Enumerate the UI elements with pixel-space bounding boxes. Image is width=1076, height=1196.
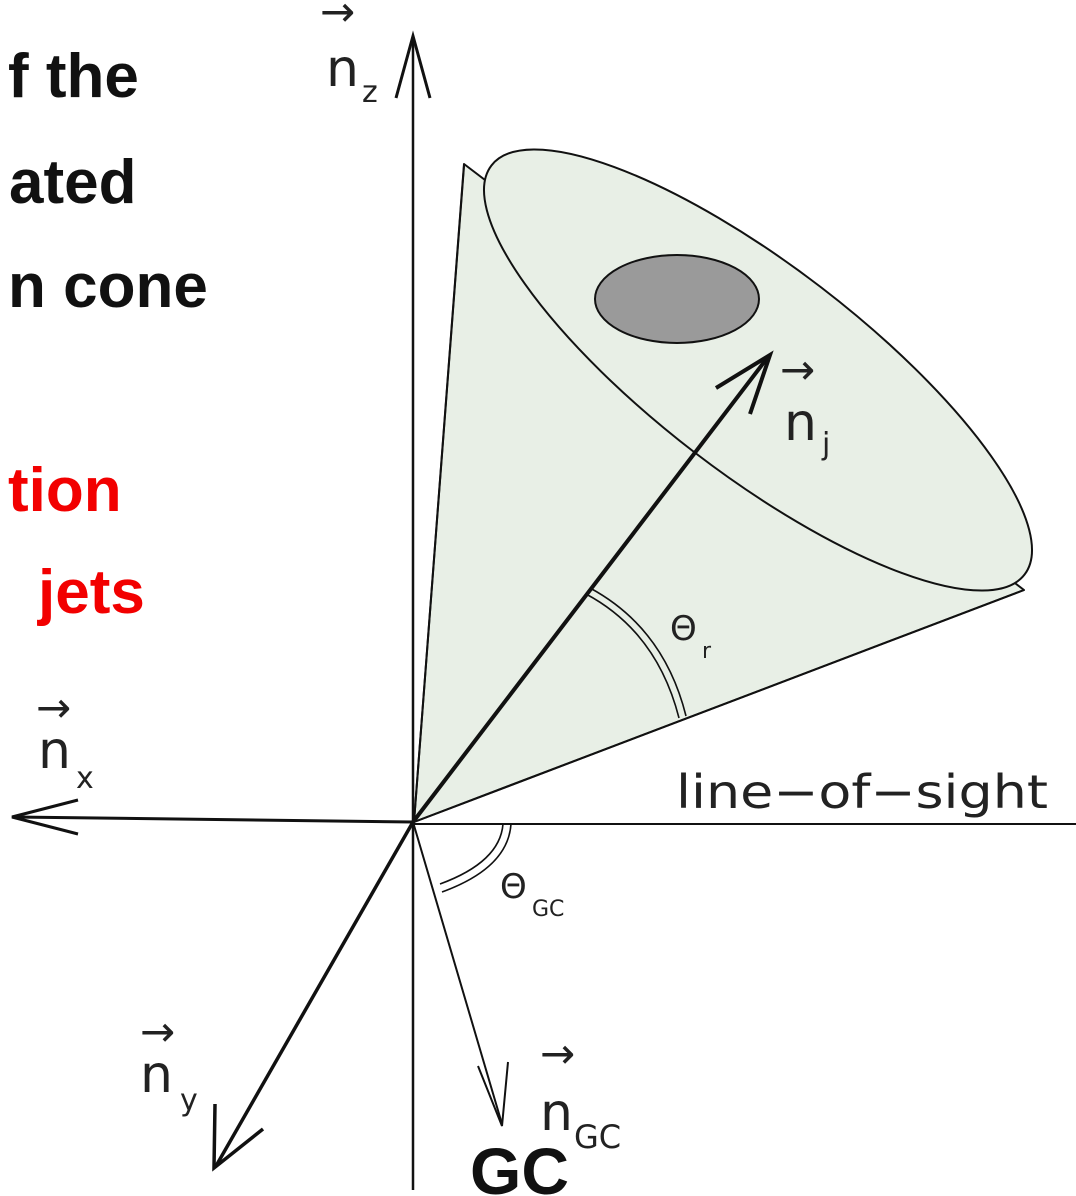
ngc-label: n: [540, 1083, 573, 1143]
slide-text-line-4: tion: [8, 456, 122, 525]
theta-gc-arc-outer: [441, 823, 512, 893]
nz-subscript: z: [362, 75, 378, 110]
ngc-subscript: GC: [574, 1118, 621, 1156]
y-axis-arrowhead: [212, 1103, 265, 1172]
theta-r-label: Θ: [670, 609, 697, 649]
nx-arrow: →: [36, 683, 71, 732]
theta-gc-subscript: GC: [532, 897, 564, 922]
theta-r-subscript: r: [702, 639, 712, 664]
x-axis-arrowhead: [11, 798, 79, 836]
x-axis: [13, 815, 414, 824]
gc-vector-arrowhead: [477, 1061, 509, 1127]
ny-label: n: [140, 1045, 173, 1105]
line-of-sight-label: line−of−sight: [676, 765, 1048, 819]
ny-arrow: →: [140, 1007, 175, 1056]
ny-subscript: y: [180, 1083, 198, 1118]
z-axis-arrowhead: [394, 30, 432, 99]
nj-arrow: →: [780, 345, 815, 394]
cone-edge-left: [413, 165, 465, 823]
nz-arrow: →: [320, 0, 355, 36]
nx-subscript: x: [76, 761, 94, 796]
jet-axis-vector: [411, 355, 770, 824]
nj-subscript: j: [821, 427, 830, 462]
slide-text-line-5: jets: [38, 558, 145, 627]
nx-label: n: [38, 721, 71, 781]
nj-label: n: [784, 393, 817, 453]
theta-r-arc-outer: [589, 587, 687, 717]
slide-text-line-1: f the: [8, 42, 139, 111]
jet-axis-arrowhead: [714, 350, 774, 415]
slide-text-line-3: n cone: [8, 252, 208, 321]
theta-gc-arc-inner: [439, 823, 504, 885]
theta-gc-label: Θ: [500, 867, 527, 907]
theta-r-arc-inner: [585, 593, 680, 719]
nz-label: n: [326, 39, 359, 99]
slide-text-line-2: ated: [9, 148, 137, 217]
y-axis: [214, 821, 415, 1167]
gc-label: GC: [470, 1134, 569, 1196]
gc-vector: [412, 821, 503, 1125]
ngc-arrow: →: [540, 1029, 575, 1078]
cone-edge-right: [413, 589, 1025, 823]
jet-blob: [594, 254, 760, 344]
